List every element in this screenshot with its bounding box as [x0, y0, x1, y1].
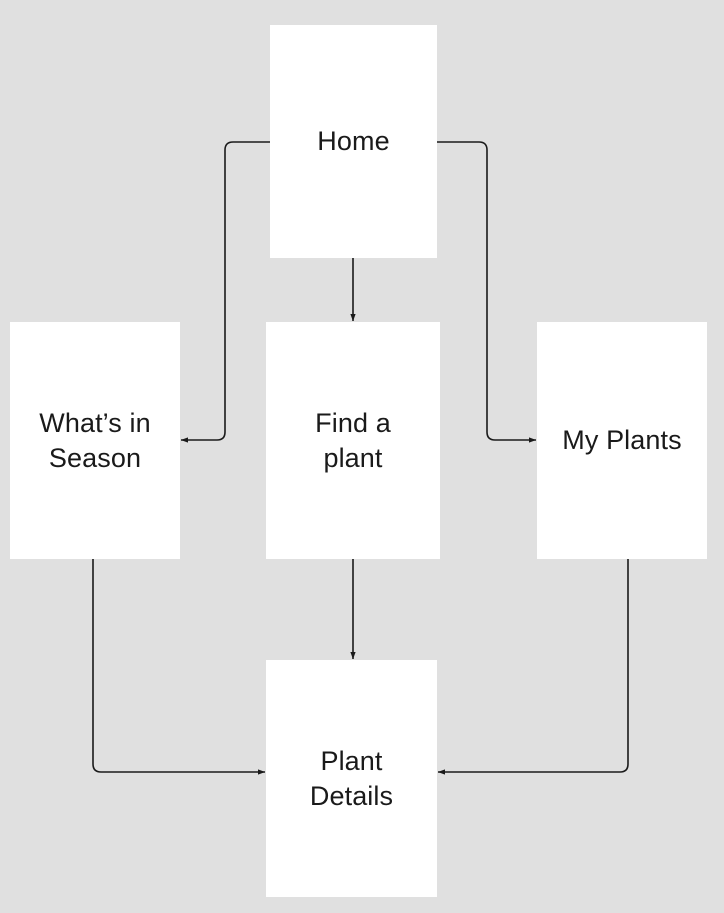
- node-plant-details[interactable]: Plant Details: [266, 660, 437, 897]
- node-plant-details-label: Plant Details: [309, 745, 394, 811]
- node-whats-in-season[interactable]: What’s in Season: [10, 322, 180, 559]
- node-my-plants[interactable]: My Plants: [537, 322, 707, 559]
- node-whats-in-season-label: What’s in Season: [39, 407, 151, 473]
- edge-home-to-season: [180, 141, 270, 443]
- node-find-a-plant[interactable]: Find a plant: [266, 322, 440, 559]
- edge-home-to-myplants: [437, 141, 537, 443]
- node-home[interactable]: Home: [270, 25, 437, 258]
- edge-season-to-details: [92, 559, 266, 775]
- edge-myplants-to-details: [437, 559, 629, 775]
- node-home-label: Home: [317, 126, 390, 157]
- node-find-a-plant-label: Find a plant: [315, 407, 391, 473]
- node-my-plants-label: My Plants: [562, 425, 682, 456]
